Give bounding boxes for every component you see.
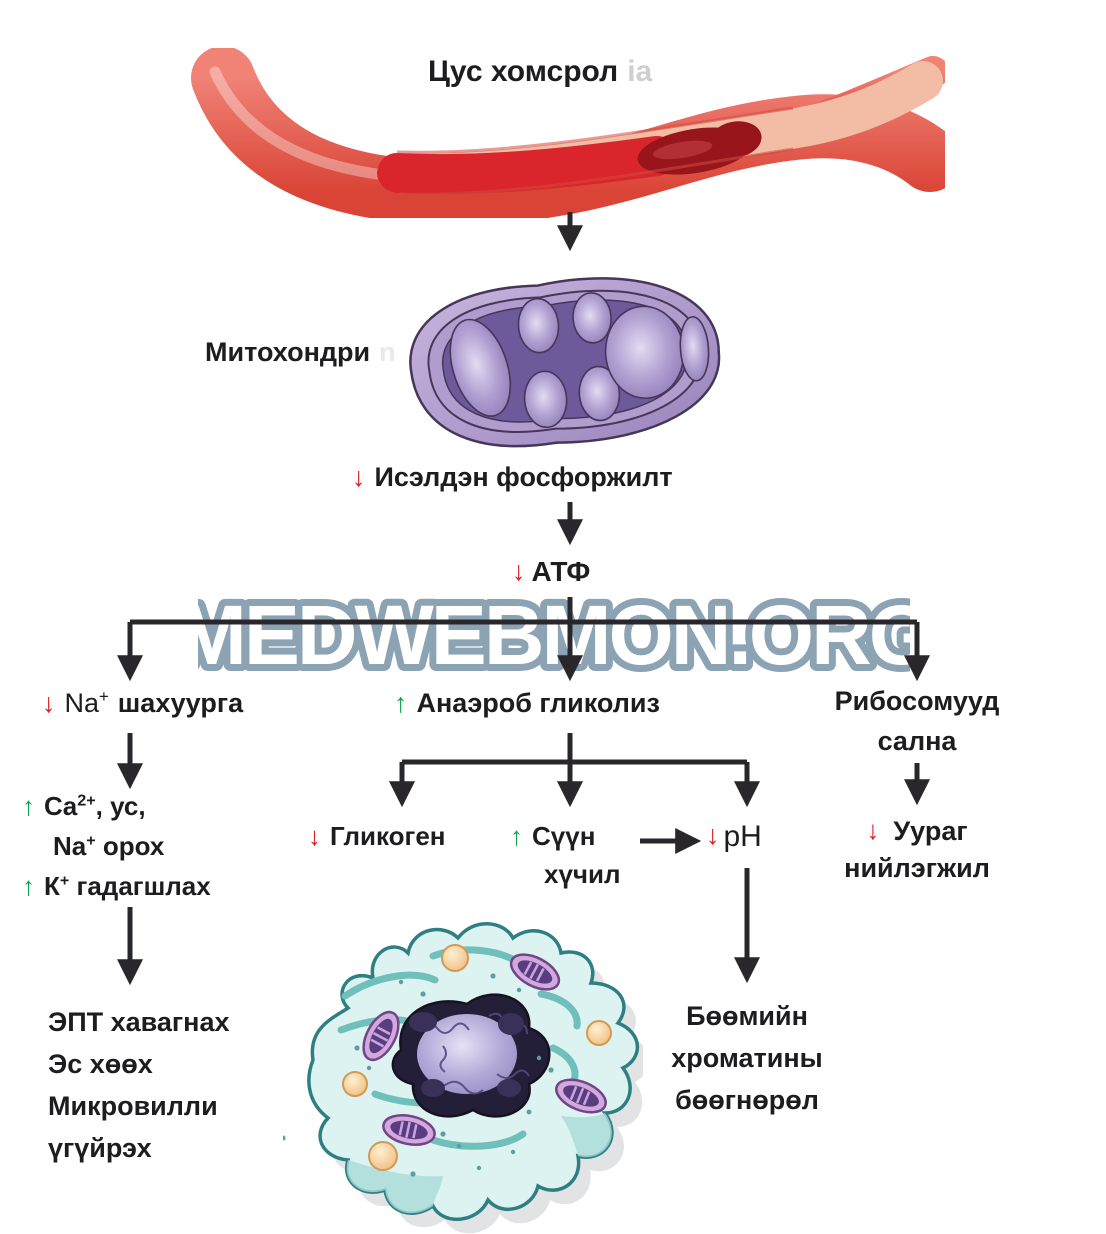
mitochondria-ghost-text: n bbox=[379, 337, 396, 367]
calcium-water-label: Ca2+, ус, bbox=[44, 791, 146, 821]
vessel-clot bbox=[637, 121, 762, 175]
vessel-cut-edge-bottom bbox=[396, 147, 794, 196]
mitochondria-label: Митохондри bbox=[205, 337, 371, 367]
lactic-acid-block: ↑ Сүүн хүчил bbox=[510, 821, 621, 890]
cytoplasm-granules bbox=[283, 973, 554, 1177]
er-effect-line: ЭПТ хавагнах bbox=[48, 1007, 230, 1037]
nucleus-body bbox=[417, 1014, 517, 1094]
sodium-in-label: Na+ орох bbox=[53, 830, 165, 861]
increase-arrow-icon: ↑ bbox=[22, 791, 35, 821]
cell-mitochondria bbox=[362, 953, 607, 1146]
er-effect-line: Микровилли bbox=[48, 1090, 218, 1121]
title-ghost-text: ia bbox=[627, 55, 653, 88]
mitochondria-label-row: Митохондри n bbox=[205, 337, 396, 368]
increase-arrow-icon: ↑ bbox=[510, 821, 523, 851]
mito-cristae bbox=[449, 292, 710, 429]
chromatin-line: бөөгнөрөл bbox=[675, 1084, 819, 1115]
lactic-line-1: ↑ Сүүн bbox=[510, 821, 621, 852]
decrease-arrow-icon: ↓ bbox=[866, 815, 880, 845]
chromatin-clumps bbox=[409, 1012, 524, 1097]
glycogen-label: Гликоген bbox=[330, 821, 446, 851]
decrease-arrow-icon: ↓ bbox=[308, 821, 321, 851]
atp-label: АТФ bbox=[531, 556, 591, 587]
er-effect-line: үгүйрэх bbox=[48, 1132, 152, 1163]
oxphos-label: Исэлдэн фосфоржилт bbox=[374, 462, 673, 492]
ion-line-1: ↑ Ca2+, ус, bbox=[22, 791, 211, 822]
chromatin-block: Бөөмийн хроматины бөөгнөрөл bbox=[671, 996, 822, 1122]
protein-label-line2: нийлэгжил bbox=[844, 853, 990, 884]
sodium-pump-row: ↓ Na+ шахуурга bbox=[42, 688, 243, 719]
ion-changes-block: ↑ Ca2+, ус, Na+ орох ↑ К+ гадагшлах bbox=[22, 791, 211, 902]
protein-block: ↓ Уураг нийлэгжил bbox=[844, 815, 990, 884]
chromatin-line: Бөөмийн bbox=[686, 1001, 808, 1031]
lactic-label-line1: Сүүн bbox=[532, 821, 596, 851]
watermark: MEDWEBMON.ORG bbox=[198, 581, 910, 689]
lactic-label-line2: хүчил bbox=[544, 858, 621, 889]
sodium-pump-label: шахуурга bbox=[117, 688, 244, 718]
glycolysis-row: ↑ Анаэроб гликолиз bbox=[394, 688, 660, 719]
title-row: Цус хомсрол ia bbox=[428, 55, 652, 88]
vessel-cut-edge-top bbox=[396, 106, 794, 154]
ph-row: ↓ pH bbox=[706, 820, 762, 854]
decrease-arrow-icon: ↓ bbox=[706, 820, 720, 850]
cell-fold-shading bbox=[561, 1113, 612, 1158]
protein-label-line1: Уураг bbox=[893, 816, 968, 846]
potassium-out-label: К+ гадагшлах bbox=[44, 870, 211, 901]
sodium-pump-ion: Na+ bbox=[64, 687, 109, 718]
cell-fold-shading bbox=[346, 1160, 443, 1214]
increase-arrow-icon: ↑ bbox=[394, 688, 408, 718]
chromatin-line: хроматины bbox=[671, 1042, 823, 1073]
er-effects-block: ЭПТ хавагнах Эс хөөх Микровилли үгүйрэх bbox=[48, 1002, 230, 1169]
glycogen-row: ↓ Гликоген bbox=[308, 821, 446, 852]
decrease-arrow-icon: ↓ bbox=[352, 462, 366, 492]
ion-line-3: ↑ К+ гадагшлах bbox=[22, 870, 211, 902]
vessel-blood bbox=[377, 136, 677, 195]
atp-row: ↓ АТФ bbox=[512, 556, 590, 588]
ribosomes-label-line1: Рибосомууд bbox=[834, 686, 1000, 716]
title-text: Цус хомсрол bbox=[428, 55, 619, 88]
ph-label: pH bbox=[723, 820, 762, 853]
blood-vessel-illustration bbox=[191, 48, 945, 218]
mitochondrion-illustration bbox=[409, 277, 721, 448]
er-effect-line: Эс хөөх bbox=[48, 1048, 153, 1079]
increase-arrow-icon: ↑ bbox=[22, 870, 35, 901]
watermark-text: MEDWEBMON.ORG bbox=[198, 588, 910, 682]
ribosomes-label-line2: сална bbox=[877, 726, 957, 756]
cell-illustration bbox=[283, 922, 643, 1234]
protein-line-1: ↓ Уураг bbox=[844, 815, 990, 847]
ion-line-2: Na+ орох bbox=[53, 830, 211, 862]
oxphos-row: ↓ Исэлдэн фосфоржилт bbox=[352, 462, 673, 493]
glycolysis-label: Анаэроб гликолиз bbox=[416, 688, 660, 718]
decrease-arrow-icon: ↓ bbox=[512, 556, 526, 586]
decrease-arrow-icon: ↓ bbox=[42, 688, 56, 718]
lysosomes bbox=[342, 944, 612, 1171]
